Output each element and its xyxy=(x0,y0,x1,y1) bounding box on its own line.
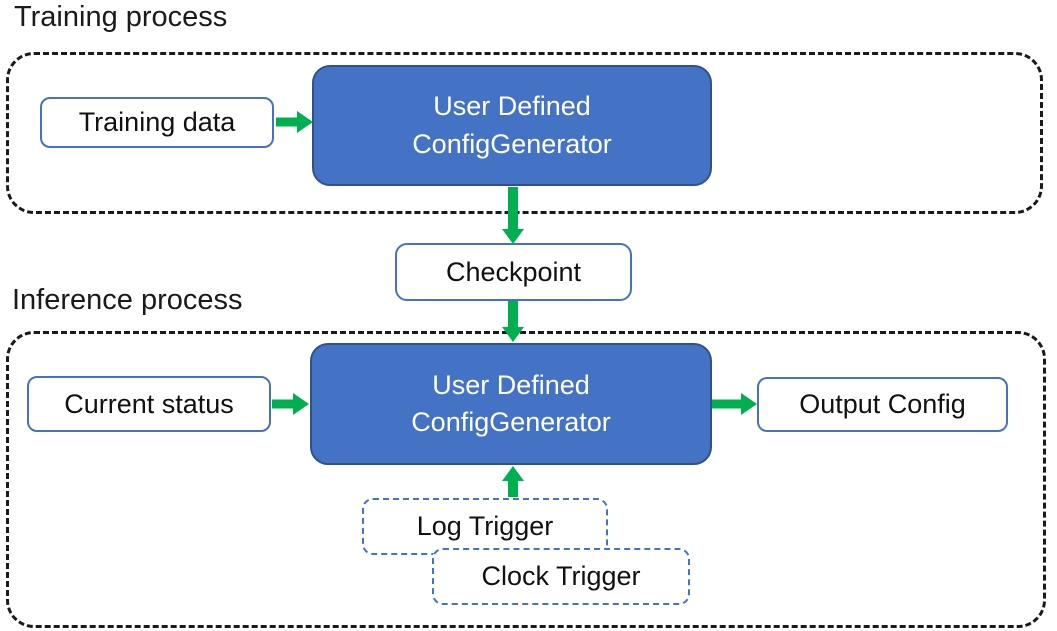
log-trigger-node: Log Trigger xyxy=(362,498,608,555)
config-generator-inference-line1: User Defined xyxy=(432,369,590,400)
config-generator-training-line2: ConfigGenerator xyxy=(412,128,612,159)
output-config-node: Output Config xyxy=(757,377,1008,432)
config-generator-inference-node: User Defined ConfigGenerator xyxy=(310,343,712,465)
clock-trigger-node: Clock Trigger xyxy=(432,548,690,605)
config-generator-training-node: User Defined ConfigGenerator xyxy=(312,65,712,186)
checkpoint-node: Checkpoint xyxy=(395,243,632,301)
config-generator-training-line1: User Defined xyxy=(433,91,591,122)
current-status-node: Current status xyxy=(27,376,271,432)
training-process-title: Training process xyxy=(14,1,228,33)
inference-process-container xyxy=(6,331,1046,628)
training-data-node: Training data xyxy=(40,97,274,148)
inference-process-title: Inference process xyxy=(12,284,243,316)
training-process-container xyxy=(6,52,1043,214)
config-generator-inference-line2: ConfigGenerator xyxy=(411,407,611,437)
